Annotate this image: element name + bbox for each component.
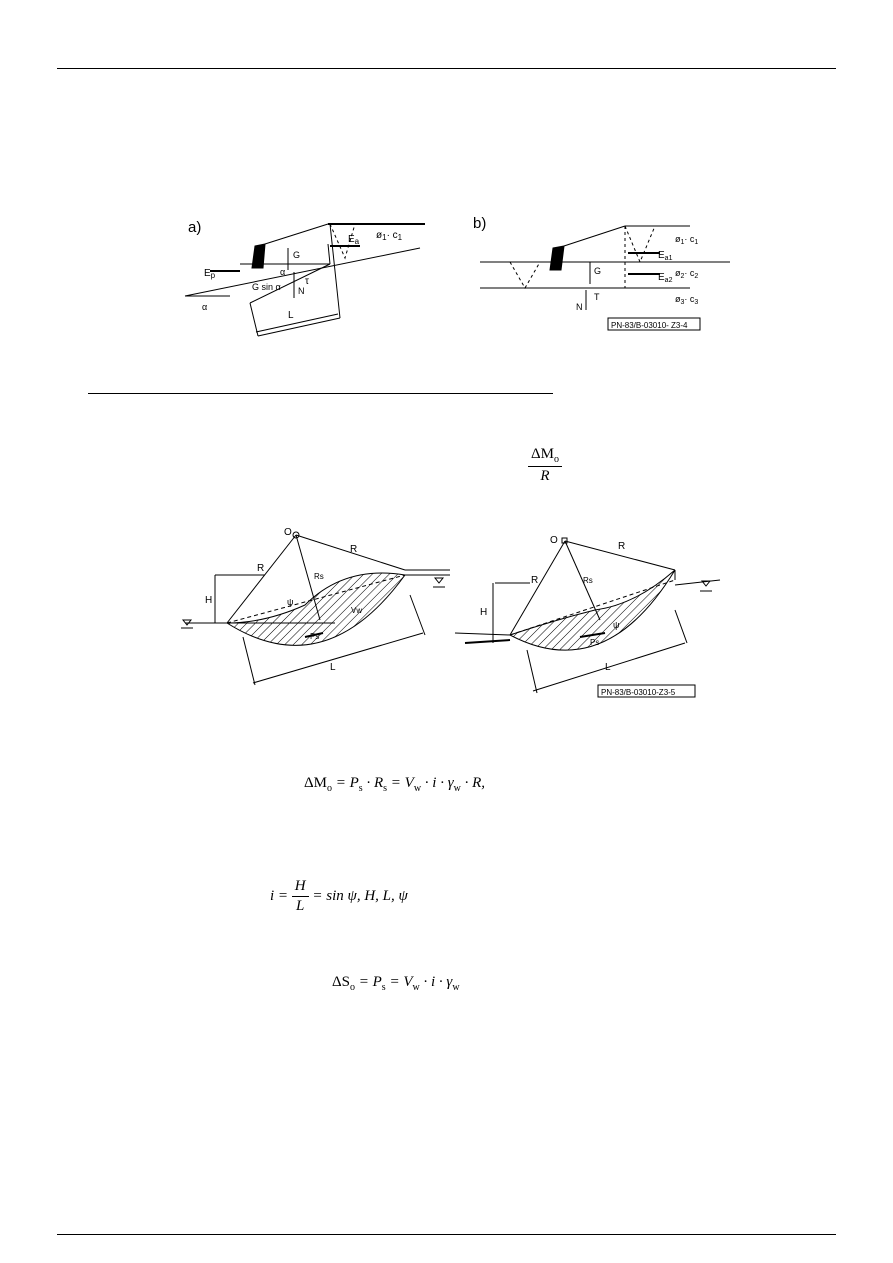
right-r1-label: R [531, 575, 538, 586]
a-phi-label: ø1· c1 [376, 230, 403, 242]
left-vw-label: Vw [351, 606, 362, 615]
fraction-dmo-over-r: ΔMo R [528, 446, 562, 485]
left-o-label: O [284, 527, 292, 538]
right-rs-label: Rs [583, 576, 593, 585]
a-alpha-ground-label: α [202, 302, 207, 312]
a-tau-label: τ [305, 276, 309, 287]
left-ps-label: Ps [310, 632, 319, 641]
b-g-label: G [594, 266, 601, 276]
figure2-code: PN-83/B-03010-Z3-5 [601, 688, 676, 697]
left-h-label: H [205, 595, 212, 606]
figure-slip-circle: O R R Rs H L Ps ψ Vw O R R Rs H L Ps ψ P… [181, 527, 721, 698]
b-ea2-label: Ea2 [658, 272, 673, 284]
top-rule [57, 68, 836, 69]
label-b: b) [473, 215, 486, 232]
right-r2-label: R [618, 541, 625, 552]
equation-gradient: i = H L = sin ψ, H, L, ψ [270, 878, 408, 914]
figure1-code: PN-83/B-03010- Z3-4 [611, 321, 688, 330]
right-ps-label: Ps [590, 638, 599, 647]
section-rule [88, 393, 553, 394]
a-alpha-label: α [280, 267, 285, 277]
a-l-label: L [288, 310, 294, 321]
b-n-label: N [576, 302, 583, 312]
right-l-label: L [605, 662, 611, 673]
left-l-label: L [330, 662, 336, 673]
right-o-label: O [550, 535, 558, 546]
b-ea1-label: Ea1 [658, 250, 673, 262]
equation-force: ΔSo = Ps = Vw · i · γw [332, 974, 460, 993]
equation-moment: ΔMo = Ps · Rs = Vw · i · γw · R, [304, 775, 486, 794]
a-gsin-label: G sin α [252, 282, 281, 292]
label-a: a) [188, 219, 201, 236]
b-layer1-label: ø1· c1 [675, 234, 698, 246]
a-g-label: G [293, 250, 300, 260]
right-psi-label: ψ [613, 620, 619, 630]
left-rs-label: Rs [314, 572, 324, 581]
b-layer2-label: ø2· c2 [675, 268, 698, 280]
b-t-label: T [594, 292, 600, 302]
a-ea-label: Ea [348, 234, 360, 246]
b-layer3-label: ø3· c3 [675, 294, 698, 306]
left-psi-label: ψ [287, 597, 293, 607]
a-n-label: N [298, 286, 305, 296]
right-h-label: H [480, 607, 487, 618]
figure-retaining-wall: a) Ep G G sin α α α N τ L Ea ø1· c1 b) G… [184, 215, 730, 337]
left-r2-label: R [350, 544, 357, 555]
bottom-rule [57, 1234, 836, 1235]
a-ep-label: Ep [204, 268, 216, 280]
left-r1-label: R [257, 563, 264, 574]
